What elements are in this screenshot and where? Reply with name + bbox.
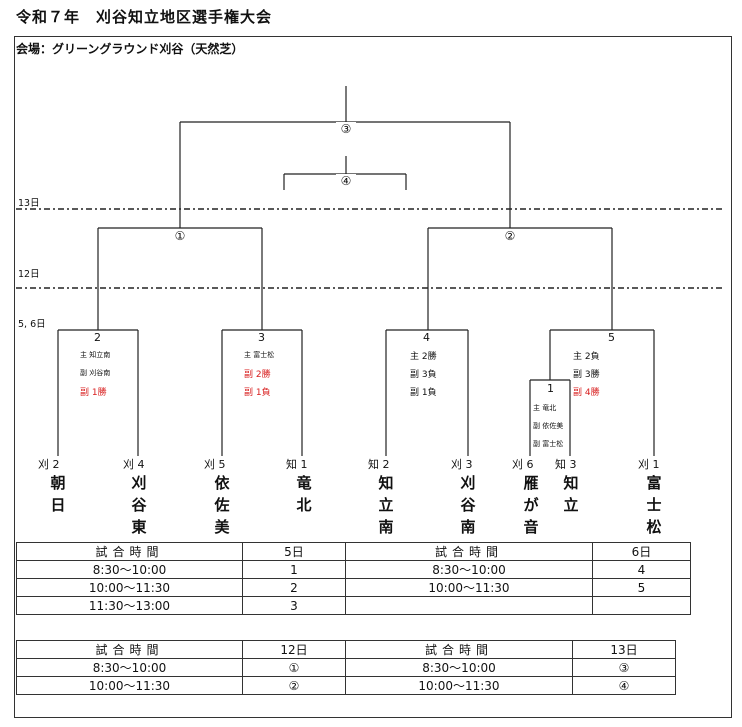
table-header-row: 試合時間 12日 試合時間 13日 — [16, 640, 676, 659]
team-seed: 知 2 — [368, 458, 390, 471]
table-header-cell: 12日 — [242, 640, 346, 659]
team-seed: 刈 4 — [123, 458, 145, 471]
team-name: 富士松 — [646, 474, 662, 536]
team-name: 雁が音 — [523, 474, 539, 536]
referee-line: 主 知立南 — [80, 351, 111, 359]
table-header-cell: 試合時間 — [16, 542, 243, 561]
table-row: 10:00〜11:30 ② 10:00〜11:30 ④ — [16, 676, 676, 695]
table-cell: 10:00〜11:30 — [16, 578, 243, 597]
page-title: 令和７年 刈谷知立地区選手権大会 — [16, 8, 273, 26]
referee-line: 主 竜北 — [533, 404, 557, 412]
match-number: 5 — [608, 331, 615, 344]
team-seed: 知 3 — [555, 458, 577, 471]
table-cell: 10:00〜11:30 — [345, 578, 593, 597]
table-cell: ④ — [572, 676, 676, 695]
table-row: 11:30〜13:00 3 — [16, 596, 691, 615]
team-seed: 刈 1 — [638, 458, 660, 471]
referee-line: 副 1負 — [410, 388, 437, 398]
table-cell: 11:30〜13:00 — [16, 596, 243, 615]
referee-line: 副 刈谷南 — [80, 369, 111, 377]
round-4-third-place: ④ — [336, 174, 356, 188]
match-number: 4 — [423, 331, 430, 344]
referee-line: 副 4勝 — [573, 388, 600, 398]
bracket-frame — [14, 36, 732, 718]
table-cell: 2 — [242, 578, 346, 597]
table-cell: ② — [242, 676, 346, 695]
referee-line: 副 富士松 — [533, 440, 564, 448]
referee-line: 副 依佐美 — [533, 422, 564, 430]
table-cell: ① — [242, 658, 346, 677]
team-name: 竜北 — [296, 474, 312, 514]
round-1-semi: ① — [170, 229, 190, 243]
referee-line: 副 1負 — [244, 388, 271, 398]
team-name: 刈谷東 — [131, 474, 147, 536]
table-cell: 10:00〜11:30 — [16, 676, 243, 695]
table-header-cell: 6日 — [592, 542, 691, 561]
team-seed: 刈 2 — [38, 458, 60, 471]
team-name: 刈谷南 — [460, 474, 476, 536]
team-seed: 知 1 — [286, 458, 308, 471]
team-seed: 刈 3 — [451, 458, 473, 471]
team-name: 朝日 — [50, 474, 66, 514]
team-seed: 刈 6 — [512, 458, 534, 471]
referee-line: 副 2勝 — [244, 370, 271, 380]
team-seed: 刈 5 — [204, 458, 226, 471]
table-header-cell: 5日 — [242, 542, 346, 561]
match-number: 3 — [258, 331, 265, 344]
table-cell: 8:30〜10:00 — [345, 560, 593, 579]
day-label-13: 13日 — [18, 198, 40, 209]
table-cell: 8:30〜10:00 — [345, 658, 573, 677]
table-row: 10:00〜11:30 2 10:00〜11:30 5 — [16, 578, 691, 597]
table-row: 8:30〜10:00 ① 8:30〜10:00 ③ — [16, 658, 676, 677]
table-header-row: 試合時間 5日 試合時間 6日 — [16, 542, 691, 561]
team-name: 知立 — [563, 474, 579, 514]
referee-line: 主 富士松 — [244, 351, 275, 359]
referee-line: 主 2負 — [573, 352, 600, 362]
table-cell: 3 — [242, 596, 346, 615]
referee-line: 副 1勝 — [80, 388, 107, 398]
table-cell: 10:00〜11:30 — [345, 676, 573, 695]
table-cell — [345, 596, 593, 615]
table-header-cell: 13日 — [572, 640, 676, 659]
table-cell: 4 — [592, 560, 691, 579]
day-label-5-6: 5, 6日 — [18, 319, 46, 330]
day-label-12: 12日 — [18, 269, 40, 280]
match-number: 2 — [94, 331, 101, 344]
table-cell: 5 — [592, 578, 691, 597]
team-name: 依佐美 — [214, 474, 230, 536]
schedule-table-5-6: 試合時間 5日 試合時間 6日 8:30〜10:00 1 8:30〜10:00 … — [16, 542, 691, 615]
referee-line: 主 2勝 — [410, 352, 437, 362]
team-name: 知立南 — [378, 474, 394, 536]
match-number: 1 — [547, 382, 554, 395]
table-row: 8:30〜10:00 1 8:30〜10:00 4 — [16, 560, 691, 579]
table-cell: ③ — [572, 658, 676, 677]
round-2-semi: ② — [500, 229, 520, 243]
referee-line: 副 3負 — [410, 370, 437, 380]
table-header-cell: 試合時間 — [16, 640, 243, 659]
table-header-cell: 試合時間 — [345, 640, 573, 659]
table-cell: 1 — [242, 560, 346, 579]
table-cell — [592, 596, 691, 615]
table-cell: 8:30〜10:00 — [16, 658, 243, 677]
schedule-table-12-13: 試合時間 12日 試合時間 13日 8:30〜10:00 ① 8:30〜10:0… — [16, 640, 676, 695]
table-header-cell: 試合時間 — [345, 542, 593, 561]
round-3-final: ③ — [336, 122, 356, 136]
referee-line: 副 3勝 — [573, 370, 600, 380]
table-cell: 8:30〜10:00 — [16, 560, 243, 579]
venue-label: 会場：グリーングラウンド刈谷（天然芝） — [16, 42, 244, 56]
